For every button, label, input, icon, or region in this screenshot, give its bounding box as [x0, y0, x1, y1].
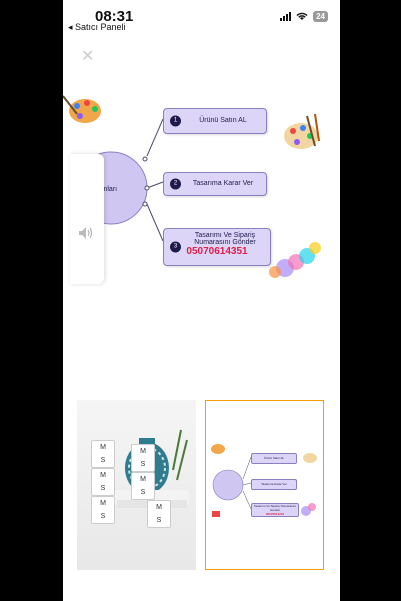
color-splash-icon — [269, 242, 321, 278]
signal-icon — [280, 12, 292, 21]
step-number: 2 — [170, 178, 181, 190]
phone-number: 05070614351 — [186, 246, 248, 257]
status-icons: 24 — [280, 11, 328, 22]
circle-label: Adımları — [91, 186, 118, 193]
product-image-hero[interactable]: ✕ — [63, 36, 340, 306]
step-label: Tasarıma Karar Ver — [192, 180, 254, 187]
step-number: 3 — [170, 241, 181, 253]
video-overlay-panel — [70, 154, 104, 284]
step-label: Ürünü Satın AL — [199, 117, 247, 124]
wifi-icon — [296, 12, 308, 20]
back-to-app-link[interactable]: ◂ Satıcı Paneli — [68, 22, 126, 32]
paint-palette-icon — [63, 95, 101, 123]
clock: 08:31 — [95, 8, 134, 25]
paint-palette-icon — [284, 113, 320, 149]
step-label: Tasarımı Ve Sipariş Numarasını Gönder — [194, 232, 256, 246]
step-3-box: 3 Tasarımı Ve Sipariş Numarasını Gönder … — [163, 228, 271, 266]
mini-step-2: Tasarıma Karar Ver — [251, 479, 297, 490]
screen: 08:31 ◂ Satıcı Paneli 24 ✕ — [63, 0, 340, 601]
speaker-icon[interactable] — [78, 226, 94, 240]
mini-step-diagram — [211, 444, 317, 517]
thumbnail-steps[interactable]: Ürünü Satın AL Tasarıma Karar Ver Tasarı… — [205, 400, 324, 570]
step-2-box: 2 Tasarıma Karar Ver — [163, 172, 267, 196]
close-icon[interactable]: ✕ — [81, 48, 95, 65]
mini-step-1: Ürünü Satın AL — [251, 453, 297, 464]
step-number: 1 — [170, 115, 181, 127]
step-1-box: 1 Ürünü Satın AL — [163, 108, 267, 134]
mini-step-3: Tasarımı Ve Sipariş Numarasını Gönder 05… — [251, 503, 299, 517]
battery-indicator: 24 — [313, 11, 328, 22]
status-bar: 08:31 ◂ Satıcı Paneli 24 — [63, 0, 340, 36]
